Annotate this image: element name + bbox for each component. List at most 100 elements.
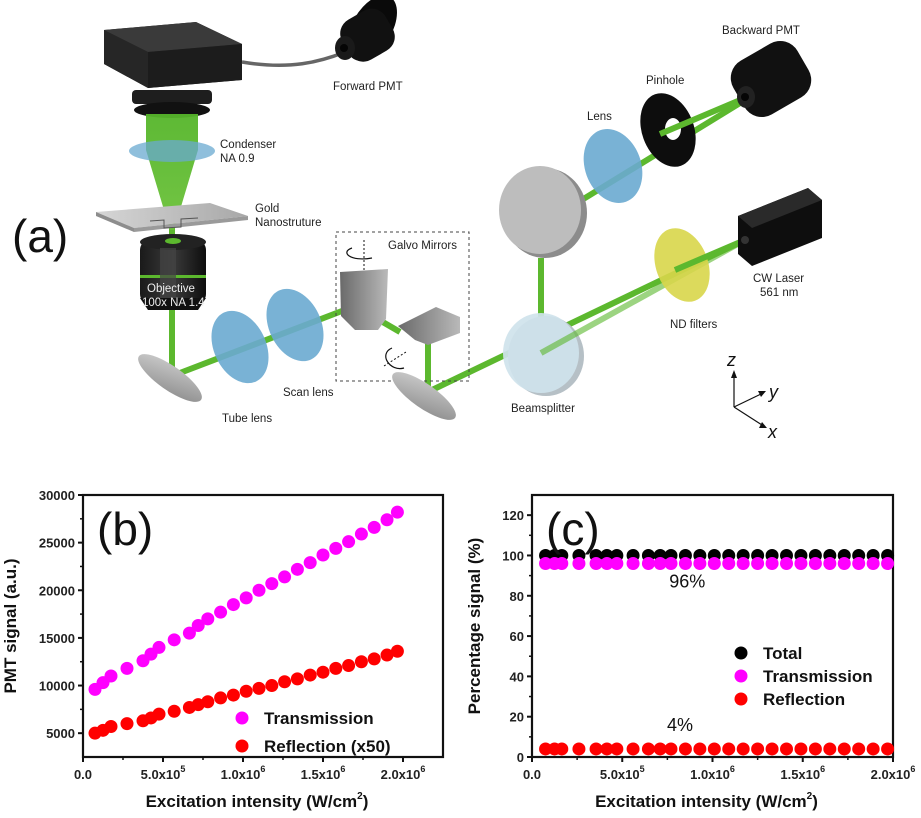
data-point-transmission <box>823 557 837 571</box>
data-point-reflection <box>765 742 779 756</box>
pmt-cable <box>241 50 346 68</box>
chart-b-plot-frame <box>81 493 445 759</box>
panel-a-diagram: (a) Forward PMT <box>12 0 822 442</box>
label-condenser-line2: NA 0.9 <box>220 153 255 165</box>
label-forward-pmt: Forward PMT <box>333 81 403 93</box>
legend-marker <box>734 669 748 683</box>
data-point-transmission <box>329 541 343 555</box>
chart-c-x-axis-title: Excitation intensity (W/cm2) <box>595 791 818 811</box>
data-point-transmission <box>765 557 779 571</box>
data-point-reflection <box>707 742 721 756</box>
data-point-transmission <box>881 557 895 571</box>
data-point-transmission <box>693 557 707 571</box>
label-scan-lens: Scan lens <box>283 387 334 399</box>
data-point-reflection-x50 <box>104 720 118 734</box>
data-point-transmission <box>214 605 228 619</box>
y-tick-label: 10000 <box>39 679 75 694</box>
legend-marker <box>235 739 249 753</box>
panel-c-letter: (c) <box>546 503 600 555</box>
x-tick-label: 2.0x106 <box>871 764 916 782</box>
legend-marker <box>235 711 249 725</box>
percentage-annotation: 4% <box>667 715 693 735</box>
data-point-transmission <box>316 548 330 562</box>
data-point-reflection <box>589 742 603 756</box>
label-gold-line2: Nanostruture <box>255 217 321 229</box>
data-point-reflection <box>610 742 624 756</box>
data-point-transmission <box>201 612 215 626</box>
data-point-transmission <box>678 557 692 571</box>
x-tick-label: 2.0x106 <box>381 764 426 782</box>
data-point-reflection-x50 <box>354 655 368 669</box>
y-tick-label: 60 <box>510 629 524 644</box>
data-point-reflection <box>641 742 655 756</box>
data-point-reflection <box>539 742 553 756</box>
chart-c-annotations: 96% 4% <box>667 572 705 735</box>
data-point-reflection-x50 <box>390 644 404 658</box>
data-point-reflection-x50 <box>278 675 292 689</box>
data-point-reflection-x50 <box>226 688 240 702</box>
x-tick-label: 0.0 <box>523 767 541 782</box>
percentage-annotation: 96% <box>669 572 705 592</box>
data-point-transmission <box>152 640 166 654</box>
y-tick-label: 100 <box>502 548 524 563</box>
data-point-transmission <box>167 633 181 647</box>
data-point-transmission <box>191 619 205 633</box>
data-point-reflection-x50 <box>290 672 304 686</box>
x-tick-label: 0.0 <box>74 767 92 782</box>
data-point-transmission <box>794 557 808 571</box>
data-point-transmission <box>367 520 381 534</box>
data-point-transmission <box>600 557 614 571</box>
galvo-mirror-x-icon <box>340 240 388 330</box>
scan-lens-icon <box>266 288 324 362</box>
y-tick-label: 20 <box>510 710 524 725</box>
y-tick-label: 80 <box>510 589 524 604</box>
axis-label-x: x <box>767 422 778 442</box>
data-point-transmission <box>303 556 317 570</box>
objective-lens-icon <box>140 234 206 310</box>
data-point-reflection <box>866 742 880 756</box>
data-point-transmission <box>555 557 569 571</box>
data-point-transmission <box>252 583 266 597</box>
y-tick-label: 20000 <box>39 583 75 598</box>
tube-lens-icon <box>211 310 269 384</box>
data-point-reflection-x50 <box>201 695 215 709</box>
data-point-transmission <box>572 557 586 571</box>
label-objective-line2: 100x NA 1.4 <box>142 297 205 309</box>
data-point-reflection <box>736 742 750 756</box>
data-point-transmission <box>808 557 822 571</box>
x-tick-label: 5.0x105 <box>600 764 645 782</box>
label-objective-line1: Objective <box>147 283 195 295</box>
data-point-reflection <box>780 742 794 756</box>
data-point-reflection <box>626 742 640 756</box>
data-point-transmission <box>626 557 640 571</box>
label-laser-line2: 561 nm <box>760 287 798 299</box>
data-point-reflection-x50 <box>303 668 317 682</box>
data-point-reflection-x50 <box>316 665 330 679</box>
data-point-reflection-x50 <box>380 648 394 662</box>
data-point-reflection <box>693 742 707 756</box>
data-point-transmission <box>239 591 253 605</box>
fold-mirror-2-icon <box>392 372 456 420</box>
data-point-reflection-x50 <box>152 707 166 721</box>
label-laser-line1: CW Laser <box>753 273 804 285</box>
x-tick-label: 1.0x106 <box>221 764 266 782</box>
data-point-reflection <box>678 742 692 756</box>
panel-b-letter: (b) <box>97 503 153 555</box>
data-point-reflection <box>881 742 895 756</box>
label-gold-line1: Gold <box>255 203 279 215</box>
legend-label: Reflection <box>763 690 845 709</box>
data-point-reflection <box>852 742 866 756</box>
data-point-transmission <box>707 557 721 571</box>
data-point-transmission <box>390 505 404 519</box>
x-tick-label: 1.5x106 <box>301 764 346 782</box>
data-point-transmission <box>751 557 765 571</box>
x-tick-label: 5.0x105 <box>141 764 186 782</box>
label-condenser-line1: Condenser <box>220 139 276 151</box>
y-tick-label: 40 <box>510 669 524 684</box>
data-point-transmission <box>226 598 240 612</box>
axis-label-y: y <box>767 382 779 402</box>
legend-label: Transmission <box>763 667 873 686</box>
data-point-reflection <box>664 742 678 756</box>
